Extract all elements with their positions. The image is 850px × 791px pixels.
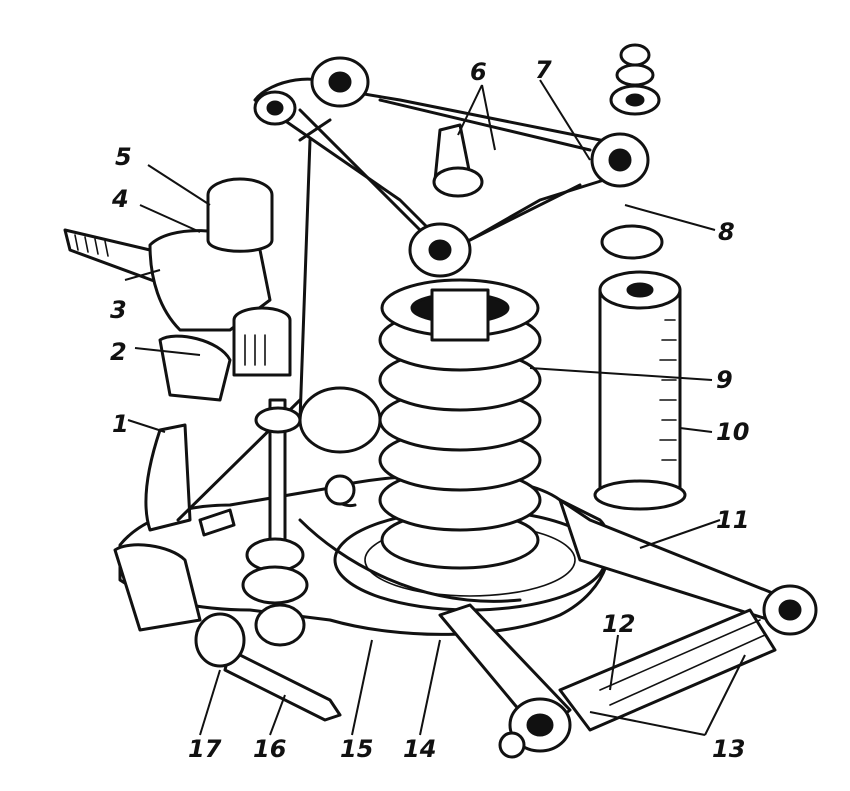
label-11: 11 [716,506,749,534]
label-17: 17 [188,735,222,763]
label-2: 2 [110,338,127,366]
cross-shaft-12 [498,584,818,759]
label-5: 5 [115,143,132,171]
label-15: 15 [340,735,373,763]
label-6: 6 [470,58,487,86]
label-1: 1 [112,410,129,438]
coil-spring-9 [378,278,542,570]
label-7: 7 [535,56,552,84]
label-10: 10 [716,418,749,446]
upper-control-arm [253,56,650,278]
label-12: 12 [602,610,635,638]
label-14: 14 [403,735,436,763]
steering-knuckle [63,118,382,454]
label-13: 13 [712,735,745,763]
callout-labels: 1 2 3 4 5 6 7 8 9 10 11 12 13 14 15 16 1… [110,56,749,763]
bolt-stack [609,43,661,116]
label-16: 16 [253,735,286,763]
label-9: 9 [716,366,733,394]
label-3: 3 [110,296,127,324]
rubber-buffer-10 [593,224,687,511]
stabilizer-assembly [113,398,342,722]
label-8: 8 [718,218,735,246]
leader-lines [124,79,746,736]
label-4: 4 [111,185,129,213]
